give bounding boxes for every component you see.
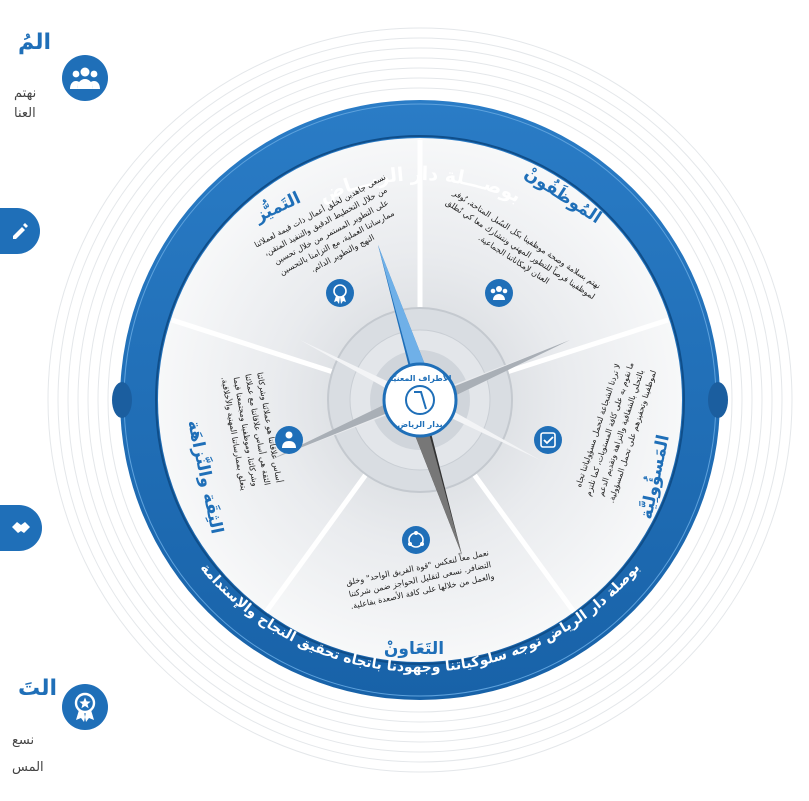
award-icon: [326, 279, 354, 307]
handshake-icon: [0, 505, 42, 551]
award-icon: [62, 684, 108, 730]
excellence-title-partial: التَ: [18, 676, 58, 701]
excellence-text-partial-1: نسع: [12, 733, 35, 748]
employees-text-partial-1: نهتم: [14, 86, 37, 101]
segment-title-cooperation: التَعَاونْ: [384, 639, 444, 659]
edit-icon: [0, 208, 40, 254]
compass-star: [270, 245, 570, 555]
person-heart-icon: [275, 426, 303, 454]
employees-title-partial: المُ: [18, 30, 52, 55]
excellence-text-partial-2: المس: [12, 760, 44, 775]
center-label-top: الأطراف المعنيّة: [388, 373, 451, 383]
center-label-bottom: بدار الرياض: [397, 420, 442, 430]
people-icon: [62, 55, 108, 101]
employees-text-partial-2: العنا: [14, 106, 36, 121]
people-icon: [485, 279, 513, 307]
check-square-icon: [534, 426, 562, 454]
cooperation-icon: [402, 526, 430, 554]
